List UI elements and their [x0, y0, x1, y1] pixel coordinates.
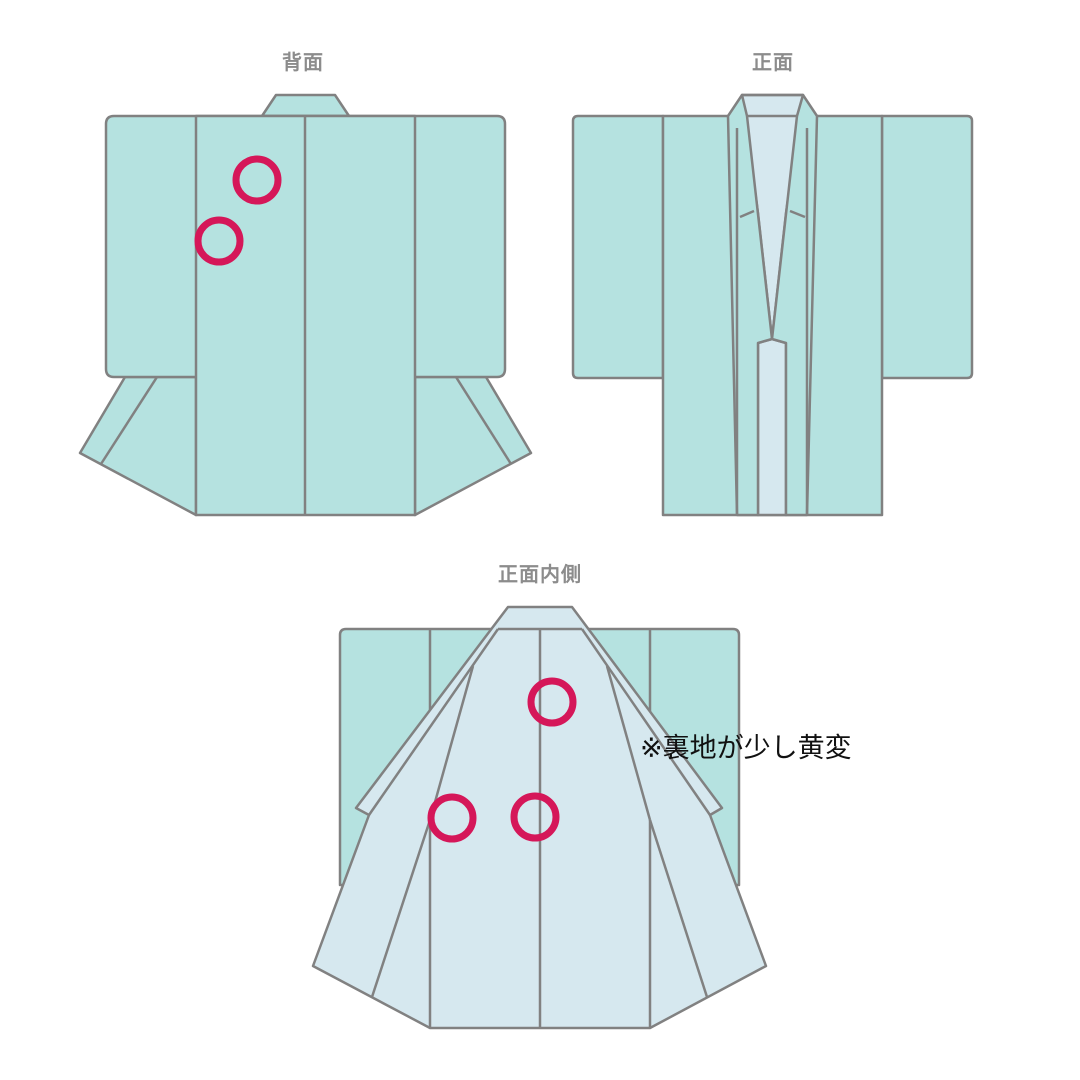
back-view-kimono: [78, 93, 533, 517]
front-view-label: 正面: [752, 50, 794, 74]
stain-marker: [194, 216, 244, 266]
back-left-gusset: [78, 375, 198, 517]
stain-marker: [427, 793, 477, 843]
inside-front-view-label: 正面内側: [498, 562, 582, 586]
front-view-kimono: [571, 93, 974, 517]
front-left-sleeve: [571, 114, 665, 380]
stain-marker: [527, 677, 577, 727]
stain-marker: [232, 155, 282, 205]
back-view-label: 背面: [282, 50, 324, 74]
stain-marker: [510, 792, 560, 842]
front-left-collar: [726, 93, 774, 517]
lining-yellowing-note: ※裏地が少し黄変: [640, 733, 852, 764]
front-right-sleeve: [880, 114, 974, 380]
back-collar: [260, 93, 351, 118]
inside-front-view-kimono: [311, 605, 768, 1030]
back-right-gusset: [413, 375, 533, 517]
